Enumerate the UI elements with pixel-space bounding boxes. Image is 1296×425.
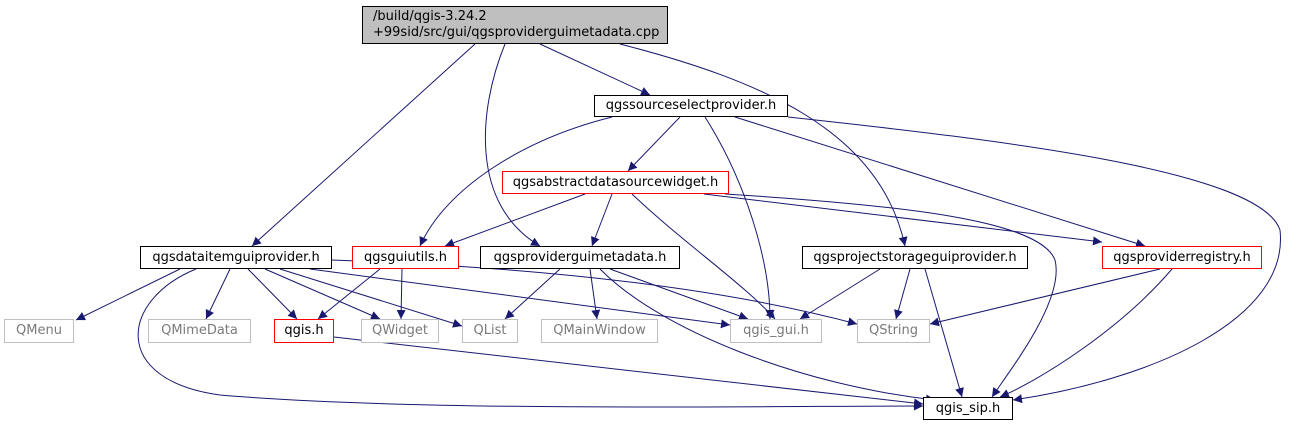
edge-abstract-to-guiutils [444, 193, 586, 248]
edge-abstract-to-qgissip [724, 193, 1057, 398]
node-root-line1: /build/qgis-3.24.2 [373, 9, 487, 24]
edge-root-to-sourceselect [539, 43, 651, 96]
edge-guimetadata-to-qlist [504, 268, 561, 320]
node-qgsprojectstorageguiprovider[interactable]: qgsprojectstorageguiprovider.h [802, 246, 1028, 269]
edge-sourceselect-to-qgisgui [704, 116, 775, 320]
node-qgis-sip-h[interactable]: qgis_sip.h [923, 397, 1013, 420]
edge-dataitem-to-qmimedata [205, 268, 231, 320]
edge-abstract-to-qgisgui [631, 193, 776, 320]
edge-guimetadata-to-qgisgui [609, 268, 749, 321]
edge-registry-to-qstring [929, 268, 1161, 327]
edge-dataitem-to-qwidget [264, 268, 381, 320]
edge-dataitem-to-qgissip [137, 268, 924, 411]
edge-sourceselect-to-registry [734, 116, 1146, 248]
node-qgsproviderregistry[interactable]: qgsproviderregistry.h [1102, 246, 1262, 269]
edge-root-to-projectstorage [619, 43, 908, 247]
edge-dataitem-to-qgis [247, 268, 298, 320]
edge-guiutils-to-qgis [317, 268, 381, 320]
edge-guiutils-to-qwidget [396, 268, 406, 320]
edge-dataitem-to-qmenu [75, 268, 181, 321]
node-qmainwindow[interactable]: QMainWindow [541, 319, 658, 343]
edge-root-to-guimetadata [484, 43, 541, 247]
node-qmimedata[interactable]: QMimeData [148, 319, 251, 343]
node-root-line2: +99sid/src/gui/qgsproviderguimetadata.cp… [373, 25, 660, 40]
edge-projectstorage-to-qgisgui [799, 268, 881, 320]
edge-abstract-to-registry [703, 193, 1103, 246]
node-qgsguiutils[interactable]: qgsguiutils.h [352, 246, 459, 269]
edge-guimetadata-to-qmainwindow [589, 268, 601, 320]
node-qlist[interactable]: QList [462, 319, 518, 343]
edge-abstract-to-guimetadata [591, 193, 613, 247]
node-qstring[interactable]: QString [857, 319, 930, 343]
edge-projectstorage-to-qgissip [924, 268, 964, 398]
node-qwidget[interactable]: QWidget [361, 319, 439, 343]
edge-qgis-to-qgissip [333, 336, 924, 408]
edge-dataitem-to-qstring [331, 259, 858, 327]
node-qgis-gui-h[interactable]: qgis_gui.h [730, 319, 822, 343]
edge-sourceselect-to-guiutils [419, 116, 613, 247]
edge-root-to-dataitem [251, 43, 476, 247]
edge-sourceselect-to-qgissip [787, 116, 1281, 404]
edge-projectstorage-to-qstring [894, 268, 911, 320]
node-qgsproviderguimetadata[interactable]: qgsproviderguimetadata.h [480, 246, 680, 269]
node-qgis-h[interactable]: qgis.h [274, 319, 334, 343]
edge-registry-to-qgissip [999, 268, 1173, 398]
node-qgssourceselectprovider[interactable]: qgssourceselectprovider.h [594, 95, 788, 117]
node-qgsabstractdatasourcewidget[interactable]: qgsabstractdatasourcewidget.h [502, 171, 729, 194]
edge-sourceselect-to-abstract [627, 116, 681, 172]
edge-guimetadata-to-qgissip [599, 268, 936, 404]
node-qgsdataitemguiprovider[interactable]: qgsdataitemguiprovider.h [140, 246, 332, 269]
node-qmenu[interactable]: QMenu [4, 319, 74, 343]
edge-dataitem-to-qgisgui [309, 268, 731, 329]
edge-dataitem-to-qlist [279, 268, 463, 328]
node-root-cpp[interactable]: /build/qgis-3.24.2 +99sid/src/gui/qgspro… [362, 6, 668, 44]
